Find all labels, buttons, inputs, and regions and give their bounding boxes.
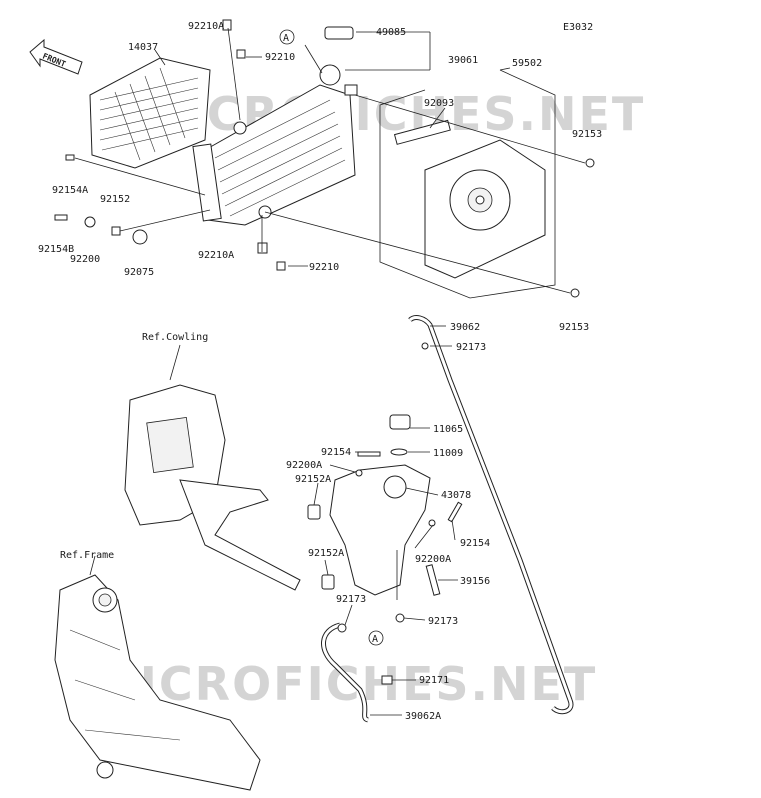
part-label: 92200A bbox=[415, 554, 451, 565]
clip-92171 bbox=[381, 675, 393, 685]
part-label: 92173 bbox=[428, 616, 458, 627]
clamp-92173-top bbox=[421, 342, 429, 350]
part-label: 39061 bbox=[448, 55, 478, 66]
collar-92152A-top bbox=[307, 504, 321, 520]
radiator-screen bbox=[89, 57, 211, 169]
collar-92152A-bottom bbox=[321, 574, 335, 590]
overflow-hose-39062 bbox=[408, 315, 574, 715]
part-label: 92200A bbox=[286, 460, 322, 471]
frame bbox=[54, 574, 261, 791]
part-label: 43078 bbox=[441, 490, 471, 501]
clip-92210-bottom bbox=[276, 261, 286, 271]
washer-92200 bbox=[84, 216, 96, 228]
part-label: 92152A bbox=[295, 474, 331, 485]
washer-92200A-left bbox=[355, 469, 363, 477]
watermark-bottom: MICROFICHES.NET bbox=[92, 657, 597, 711]
part-label: 92152A bbox=[308, 548, 344, 559]
svg-text:A: A bbox=[283, 33, 289, 44]
collar-92152 bbox=[111, 226, 121, 236]
part-label: 92153 bbox=[559, 322, 589, 333]
bolt-92153-top bbox=[585, 158, 595, 168]
part-label: 92154 bbox=[460, 538, 490, 549]
part-label: 49085 bbox=[376, 27, 406, 38]
part-label: 92210 bbox=[309, 262, 339, 273]
part-label: 92093 bbox=[424, 98, 454, 109]
part-label: 92152 bbox=[100, 194, 130, 205]
part-label: 92173 bbox=[336, 594, 366, 605]
washer-92200A-right bbox=[428, 519, 436, 527]
part-label: 92154 bbox=[321, 447, 351, 458]
part-label: 92154B bbox=[38, 244, 74, 255]
cooling-fan bbox=[393, 119, 546, 279]
callout-a-top: A bbox=[279, 29, 295, 45]
part-label: 92075 bbox=[124, 267, 154, 278]
watermark-top: MICROFICHES.NET bbox=[140, 87, 645, 141]
ref-cowling-label: Ref.Cowling bbox=[142, 332, 208, 343]
part-label: 92154A bbox=[52, 185, 88, 196]
clip-92210-top bbox=[236, 49, 246, 59]
part-label: 92200 bbox=[70, 254, 100, 265]
part-label: 92153 bbox=[572, 129, 602, 140]
clip-92210A-top bbox=[222, 19, 232, 31]
front-direction-arrow: FRONT bbox=[29, 38, 83, 75]
bolt-92154A bbox=[65, 154, 75, 161]
bolt-92154-right bbox=[447, 501, 463, 523]
part-label: 11065 bbox=[433, 424, 463, 435]
clip-92210A-bottom bbox=[257, 242, 268, 254]
grommet-92075 bbox=[132, 229, 148, 245]
clamp-92173-right bbox=[395, 613, 405, 623]
part-label: 92210 bbox=[265, 52, 295, 63]
clamp-92173-mid bbox=[337, 623, 347, 633]
part-label: 39156 bbox=[460, 576, 490, 587]
diagram-code: E3032 bbox=[563, 22, 593, 33]
part-label: 14037 bbox=[128, 42, 158, 53]
part-label: 39062A bbox=[405, 711, 441, 722]
bolt-92154B bbox=[54, 214, 68, 221]
reserve-tank bbox=[329, 414, 441, 596]
fan-assembly-box bbox=[379, 69, 556, 299]
part-label: 39062 bbox=[450, 322, 480, 333]
part-label: 92173 bbox=[456, 342, 486, 353]
callout-a-bottom: A bbox=[368, 630, 384, 646]
bolt-92154-left bbox=[357, 451, 381, 457]
part-label: 11009 bbox=[433, 448, 463, 459]
part-label: 92210A bbox=[188, 21, 224, 32]
part-label: 59502 bbox=[512, 58, 542, 69]
part-label: 92210A bbox=[198, 250, 234, 261]
radiator-core bbox=[192, 26, 358, 226]
svg-text:A: A bbox=[372, 634, 378, 645]
part-label: 92171 bbox=[419, 675, 449, 686]
ref-frame-label: Ref.Frame bbox=[60, 550, 114, 561]
bolt-92153-bottom bbox=[570, 288, 580, 298]
cowling-bracket bbox=[124, 384, 301, 591]
